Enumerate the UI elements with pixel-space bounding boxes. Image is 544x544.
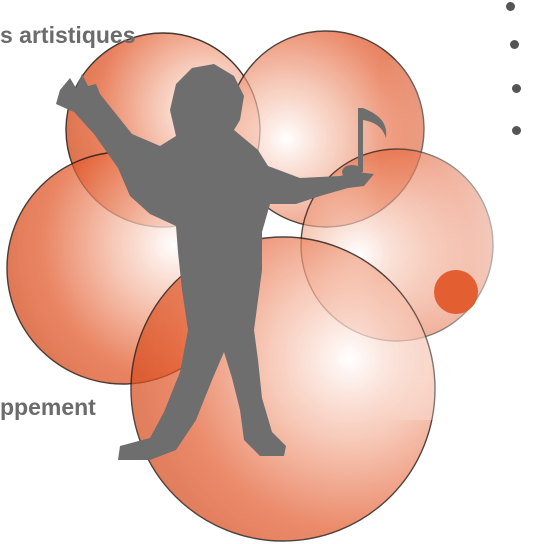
accent-dot bbox=[434, 270, 478, 314]
bullet-2 bbox=[510, 40, 519, 49]
label-development: ppement bbox=[0, 396, 96, 419]
bullet-1 bbox=[506, 2, 515, 11]
label-artistic: s artistiques bbox=[0, 24, 136, 47]
haze-overlay bbox=[380, 60, 544, 420]
bullet-4 bbox=[512, 126, 521, 135]
bullet-3 bbox=[512, 84, 521, 93]
